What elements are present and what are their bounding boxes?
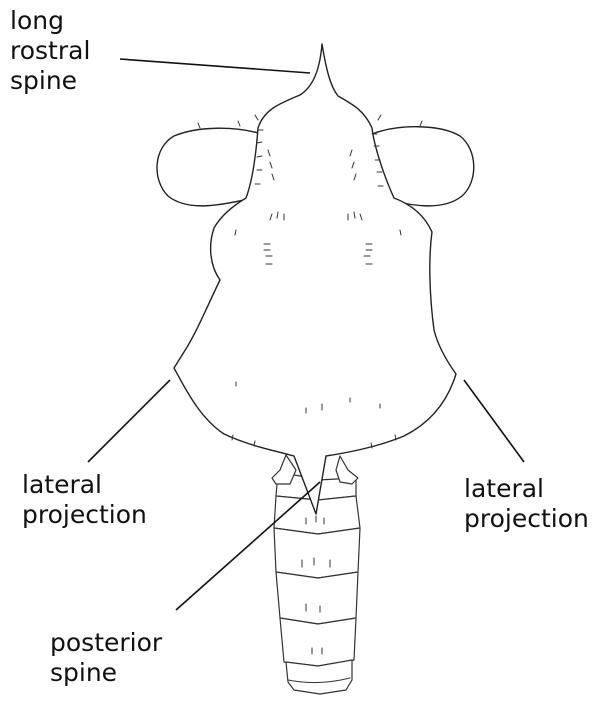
label-lateral-projection-right: lateral projection: [464, 474, 589, 534]
abdomen-side-lobe: [336, 456, 358, 484]
abdomen-segment: [274, 528, 360, 578]
label-lateral-projection-left: lateral projection: [22, 470, 147, 530]
carapace: [174, 44, 456, 514]
label-line: projection: [22, 500, 147, 530]
label-line: spine: [50, 658, 162, 688]
label-line: posterior: [50, 628, 162, 658]
label-line: projection: [464, 504, 589, 534]
abdomen-segment: [280, 618, 356, 666]
abdomen-side-lobe: [272, 455, 296, 484]
label-line: lateral: [22, 470, 147, 500]
left-eye: [157, 128, 262, 206]
label-posterior-spine: posterior spine: [50, 628, 162, 688]
label-line: long: [10, 6, 90, 36]
abdomen-segment: [276, 572, 358, 624]
label-line: rostral: [10, 36, 90, 66]
leader-lateral-right: [464, 380, 524, 462]
label-line: lateral: [464, 474, 589, 504]
leader-rostral: [120, 59, 310, 73]
label-rostral-spine: long rostral spine: [10, 6, 90, 96]
label-line: spine: [10, 66, 90, 96]
leader-lateral-left: [88, 380, 170, 462]
